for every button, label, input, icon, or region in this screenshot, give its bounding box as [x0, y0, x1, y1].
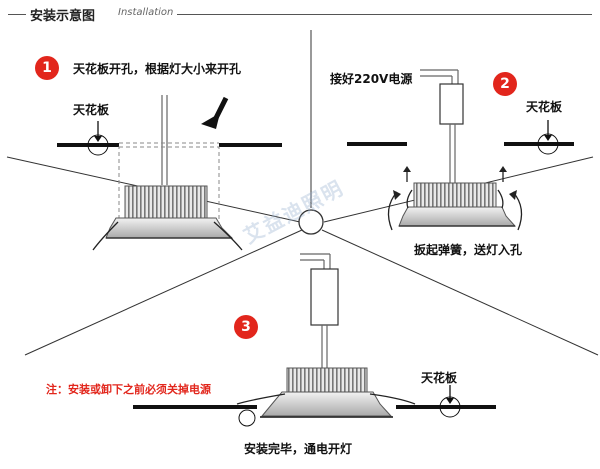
header-rule — [177, 14, 592, 15]
step3-ceiling-right — [396, 405, 496, 409]
step3-spring-circle — [238, 409, 256, 427]
step2-spring-left — [406, 189, 413, 209]
step3-caption: 安装完毕，通电开灯 — [244, 442, 353, 456]
step2-ceiling-label: 天花板 — [526, 100, 563, 114]
step3-badge: 3 — [234, 315, 258, 339]
step1-drawing — [57, 95, 282, 251]
step2-drawing — [347, 69, 574, 231]
divider-right-lower — [321, 229, 599, 356]
step2-ceiling-left — [347, 142, 407, 146]
divider-left-lower — [24, 229, 303, 356]
step1-lamp-body — [105, 217, 234, 239]
step3-spring-right — [369, 393, 416, 405]
step3-spring-left — [236, 393, 286, 405]
step3-heatsink — [286, 367, 368, 393]
step1-ceiling-label: 天花板 — [73, 103, 110, 117]
step1-spring-right — [213, 221, 243, 251]
step1-arrow-head — [201, 113, 220, 129]
step2-caption: 扳起弹簧，送灯入孔 — [414, 243, 523, 257]
step1-badge: 1 — [35, 56, 59, 80]
step2-ceiling-right — [504, 142, 574, 146]
step2-heatsink — [413, 182, 497, 208]
step1-heatsink — [124, 185, 208, 219]
step3-drawing — [133, 253, 496, 427]
step1-spring-left — [92, 221, 119, 251]
step2-power-label: 接好220V电源 — [330, 72, 413, 86]
step3-ceiling-left — [133, 405, 257, 409]
step3-ceiling-label: 天花板 — [421, 371, 458, 385]
step2-spring-right — [497, 189, 504, 209]
step3-lamp-body — [260, 391, 393, 417]
warning-text: 注：安装或卸下之前必须关掉电源 — [46, 383, 211, 396]
step2-badge: 2 — [493, 72, 517, 96]
header-rule-left — [8, 14, 26, 15]
header-title: 安装示意图 — [30, 9, 96, 24]
step3-driver-box — [310, 268, 339, 326]
step2-lamp-body — [398, 206, 517, 227]
step3-pointer-head — [446, 398, 454, 404]
header-subtitle: Installation — [118, 7, 174, 18]
step2-pointer-head — [544, 135, 552, 141]
step1-pointer-head — [94, 136, 102, 142]
center-circle — [298, 209, 324, 235]
step2-driver-box — [439, 83, 464, 125]
step1-caption: 天花板开孔，根据灯大小来开孔 — [73, 62, 242, 76]
step1-ceiling-right — [219, 143, 282, 147]
